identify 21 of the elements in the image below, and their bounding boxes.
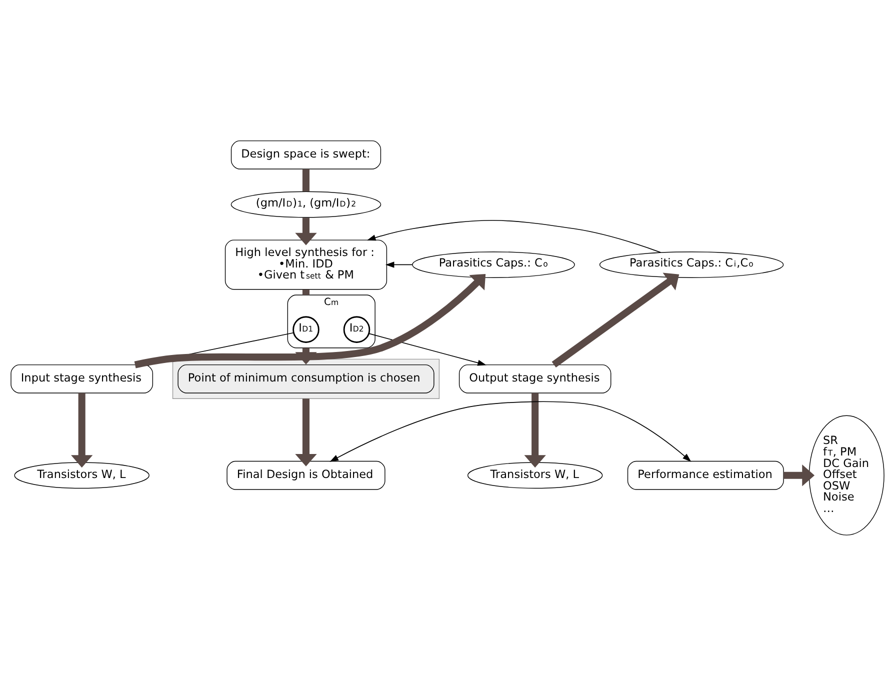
node-box: Final Design is Obtained	[226, 460, 386, 490]
arrow	[784, 464, 815, 486]
arrow	[385, 261, 413, 268]
arrow	[330, 400, 692, 462]
node-box: Input stage synthesis	[10, 364, 154, 393]
connector	[302, 168, 310, 191]
arrow	[295, 398, 317, 466]
arrow	[524, 392, 546, 468]
arrow	[295, 217, 317, 245]
node-ellipse: Transistors W, L	[467, 462, 603, 488]
arrow	[552, 272, 680, 367]
arrow	[366, 219, 662, 252]
node-box: Point of minimum consumption is chosen	[178, 364, 434, 393]
connector	[302, 288, 310, 295]
node-box: Design space is swept:	[230, 140, 382, 169]
node-ellipse: Transistors W, L	[14, 462, 150, 488]
node-box: Performance estimation	[627, 460, 784, 490]
node-box: Output stage synthesis	[458, 364, 612, 393]
cluster	[172, 358, 440, 398]
arrow	[368, 332, 486, 366]
arrow	[70, 392, 93, 468]
